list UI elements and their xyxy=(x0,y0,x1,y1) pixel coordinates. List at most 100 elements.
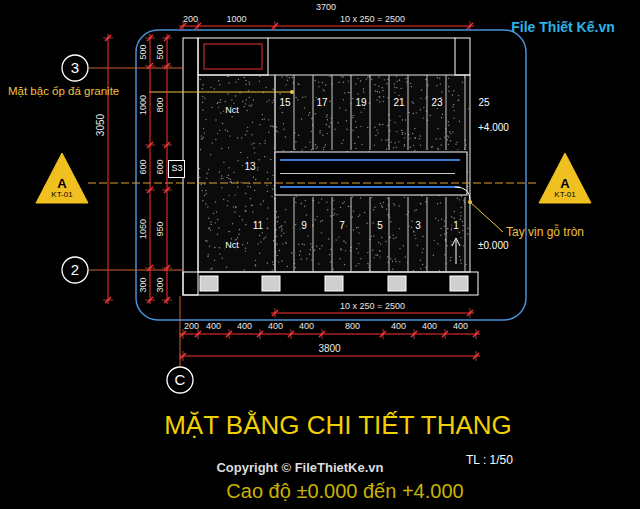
speckle-dot xyxy=(249,97,250,98)
speckle-dot xyxy=(316,216,317,217)
speckle-dot xyxy=(333,208,334,209)
dimension: 500 xyxy=(156,44,165,59)
speckle-dot xyxy=(411,227,412,228)
speckle-dot xyxy=(247,186,248,187)
speckle-dot xyxy=(286,243,287,244)
speckle-dot xyxy=(254,190,255,191)
speckle-dot xyxy=(460,219,461,220)
speckle-dot xyxy=(371,197,372,198)
speckle-dot xyxy=(244,269,245,270)
speckle-dot xyxy=(206,193,207,194)
marker-letter: S3 xyxy=(171,164,182,173)
speckle-dot xyxy=(208,228,209,229)
speckle-dot xyxy=(248,105,249,106)
speckle-dot xyxy=(276,236,277,237)
speckle-dot xyxy=(401,88,402,89)
extension-line xyxy=(145,66,155,67)
speckle-dot xyxy=(228,175,229,176)
speckle-dot xyxy=(287,80,288,81)
speckle-dot xyxy=(224,101,225,102)
marker-letter: A xyxy=(560,177,569,191)
speckle-dot xyxy=(257,169,258,170)
marker-letter: A xyxy=(57,177,66,191)
speckle-dot xyxy=(381,237,382,238)
speckle-dot xyxy=(343,99,344,100)
speckle-dot xyxy=(306,258,307,259)
speckle-dot xyxy=(215,139,216,140)
direction-arrow xyxy=(456,240,457,264)
speckle-dot xyxy=(352,98,353,99)
top-wall-inner xyxy=(204,44,262,69)
speckle-dot xyxy=(300,251,301,252)
speckle-dot xyxy=(344,92,345,93)
speckle-dot xyxy=(284,222,285,223)
baluster-block xyxy=(262,276,280,291)
speckle-dot xyxy=(421,89,422,90)
speckle-dot xyxy=(399,248,400,249)
speckle-dot xyxy=(404,133,405,134)
dimension: 1000 xyxy=(226,15,246,24)
step-line xyxy=(427,75,428,150)
speckle-dot xyxy=(245,134,246,135)
speckle-dot xyxy=(211,224,212,225)
speckle-dot xyxy=(326,201,327,202)
extension-line xyxy=(162,38,172,39)
speckle-dot xyxy=(298,244,299,245)
speckle-dot xyxy=(291,77,292,78)
speckle-dot xyxy=(267,228,268,229)
speckle-dot xyxy=(219,247,220,248)
speckle-dot xyxy=(237,160,238,161)
speckle-dot xyxy=(402,132,403,133)
speckle-dot xyxy=(389,237,390,238)
speckle-dot xyxy=(203,128,204,129)
speckle-dot xyxy=(210,87,211,88)
speckle-dot xyxy=(425,267,426,268)
speckle-dot xyxy=(343,139,344,140)
speckle-dot xyxy=(235,207,236,208)
speckle-dot xyxy=(208,169,209,170)
speckle-dot xyxy=(215,201,216,202)
speckle-dot xyxy=(425,201,426,202)
speckle-dot xyxy=(352,130,353,131)
speckle-dot xyxy=(326,124,327,125)
speckle-dot xyxy=(201,190,202,191)
speckle-dot xyxy=(245,193,246,194)
bubble-circle xyxy=(167,367,193,393)
speckle-dot xyxy=(413,270,414,271)
speckle-dot xyxy=(230,181,231,182)
speckle-dot xyxy=(245,80,246,81)
speckle-dot xyxy=(366,79,367,80)
top-pillar xyxy=(455,38,470,75)
speckle-dot xyxy=(209,227,210,228)
speckle-dot xyxy=(270,159,271,160)
step-line xyxy=(465,197,466,272)
speckle-dot xyxy=(318,263,319,264)
step-number: 11 xyxy=(252,221,264,231)
speckle-dot xyxy=(279,227,280,228)
speckle-dot xyxy=(280,226,281,227)
speckle-dot xyxy=(214,247,215,248)
speckle-dot xyxy=(439,78,440,79)
step-line xyxy=(446,197,447,272)
speckle-dot xyxy=(276,126,277,127)
speckle-dot xyxy=(382,90,383,91)
speckle-dot xyxy=(342,203,343,204)
speckle-dot xyxy=(228,231,229,232)
speckle-dot xyxy=(221,187,222,188)
speckle-dot xyxy=(227,76,228,77)
speckle-dot xyxy=(375,254,376,255)
speckle-dot xyxy=(394,204,395,205)
step-line xyxy=(370,197,371,272)
speckle-dot xyxy=(376,129,377,130)
speckle-dot xyxy=(457,99,458,100)
speckle-dot xyxy=(204,132,205,133)
speckle-dot xyxy=(399,261,400,262)
speckle-dot xyxy=(382,207,383,208)
speckle-dot xyxy=(334,213,335,214)
speckle-dot xyxy=(240,182,241,183)
step-line xyxy=(389,197,390,272)
speckle-dot xyxy=(315,144,316,145)
speckle-dot xyxy=(273,240,274,241)
step-line xyxy=(332,75,333,150)
speckle-dot xyxy=(205,119,206,120)
